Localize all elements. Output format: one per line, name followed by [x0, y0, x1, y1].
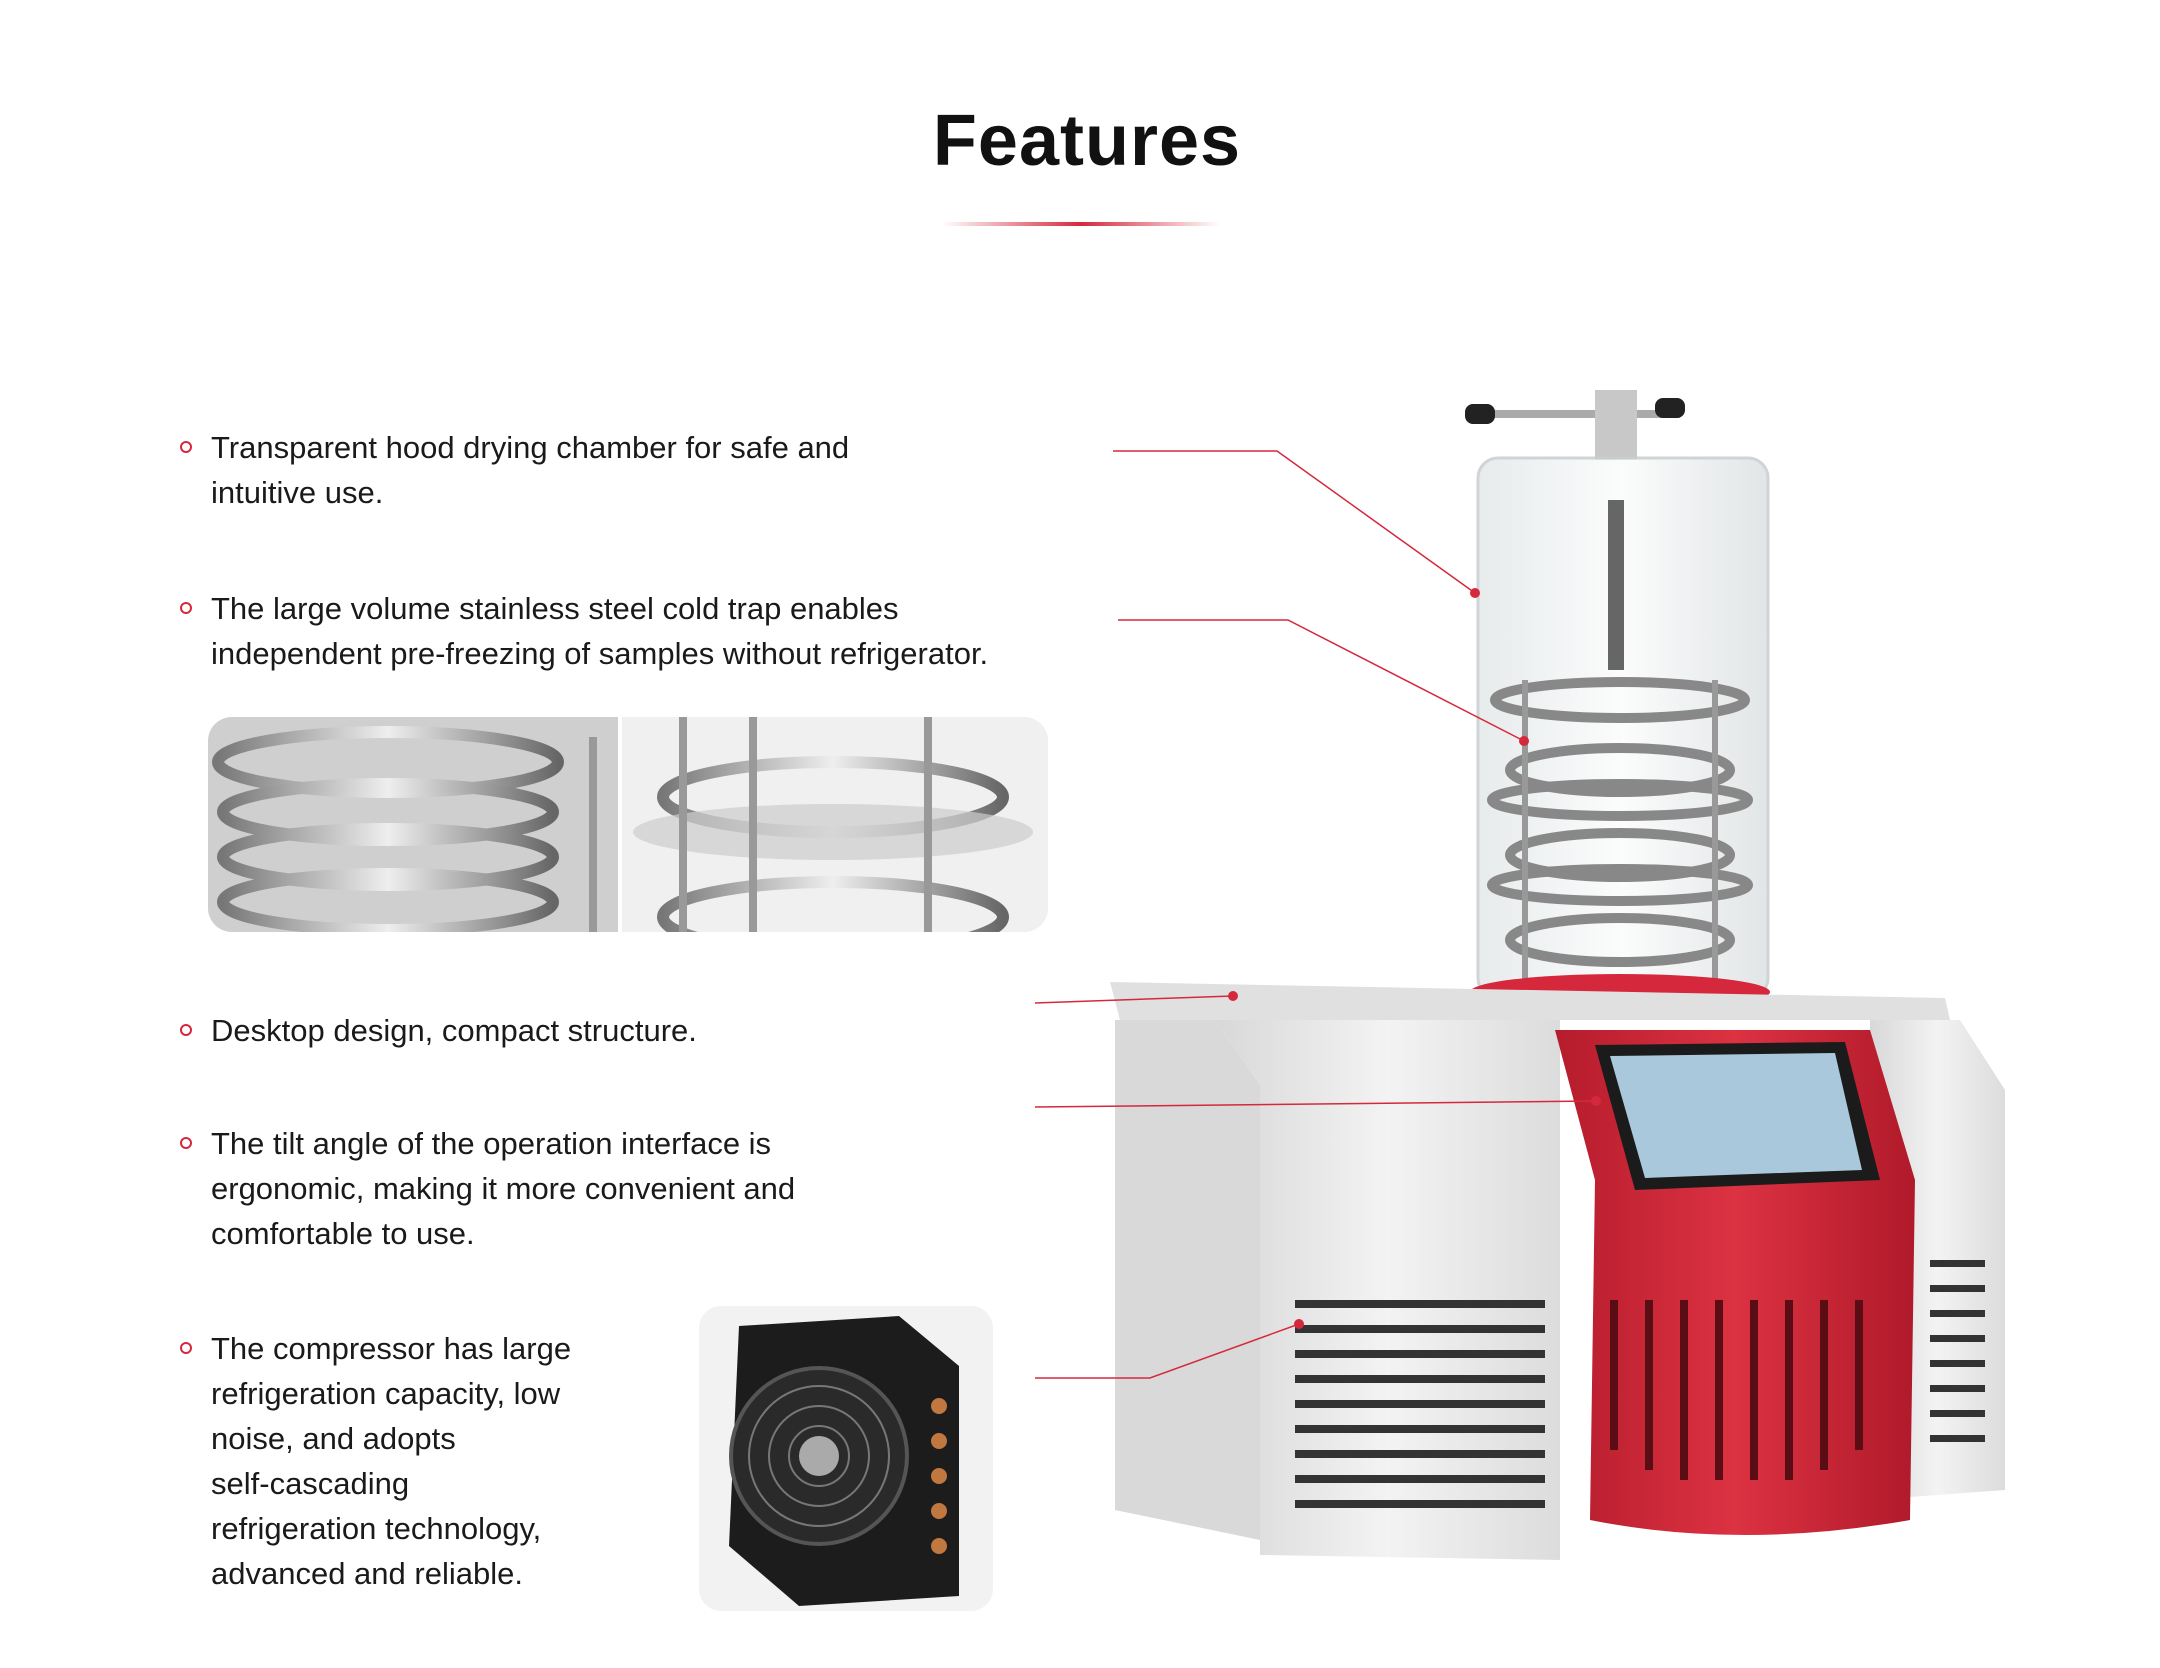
feature-line: refrigeration capacity, low — [211, 1376, 561, 1411]
feature-line: independent pre-freezing of samples with… — [211, 636, 989, 671]
bullet-icon — [180, 1137, 192, 1149]
feature-line: comfortable to use. — [211, 1216, 475, 1251]
feature-line: Transparent hood drying chamber for safe… — [211, 430, 850, 465]
compressor-photo — [699, 1306, 993, 1611]
freeze-dryer-illustration — [1110, 390, 2005, 1560]
title-underline — [942, 222, 1220, 226]
leader-line-desktop — [1034, 995, 1234, 1004]
page-title: Features — [932, 101, 1242, 181]
feature-line: Desktop design, compact structure. — [211, 1013, 697, 1048]
feature-line: The compressor has large — [211, 1331, 572, 1366]
feature-line: advanced and reliable. — [211, 1556, 523, 1591]
bullet-icon — [180, 441, 192, 453]
bullet-icon — [180, 1342, 192, 1354]
feature-line: ergonomic, making it more convenient and — [211, 1171, 796, 1206]
feature-item-cold-trap: The large volume stainless steel cold tr… — [180, 586, 988, 676]
tray-illustration — [208, 717, 1048, 932]
feature-line: The tilt angle of the operation interfac… — [211, 1126, 772, 1161]
marker-dot — [1470, 588, 1480, 598]
feature-line: noise, and adopts — [211, 1421, 456, 1456]
feature-item-interface: The tilt angle of the operation interfac… — [180, 1121, 795, 1256]
compressor-illustration — [729, 1316, 959, 1606]
feature-line: self-cascading — [211, 1466, 410, 1501]
feature-line: intuitive use. — [211, 475, 384, 510]
feature-item-desktop: Desktop design, compact structure. — [180, 1008, 697, 1053]
bullet-icon — [180, 1024, 192, 1036]
leader-line-compressor — [1035, 1323, 1300, 1379]
leader-line-interface — [1034, 1100, 1597, 1108]
marker-dot — [1294, 1319, 1304, 1329]
marker-dot — [1591, 1096, 1601, 1106]
feature-line: refrigeration technology, — [211, 1511, 542, 1546]
marker-dot — [1519, 736, 1529, 746]
feature-line: The large volume stainless steel cold tr… — [211, 591, 899, 626]
feature-item-compressor: The compressor has large refrigeration c… — [180, 1326, 571, 1596]
leader-line-cold-trap — [1118, 619, 1525, 742]
bullet-icon — [180, 602, 192, 614]
leader-line-hood — [1113, 450, 1476, 594]
tray-photos — [208, 717, 1048, 932]
vent-grille-left — [1295, 1300, 1545, 1508]
marker-dot — [1228, 991, 1238, 1001]
feature-item-hood: Transparent hood drying chamber for safe… — [180, 425, 849, 515]
